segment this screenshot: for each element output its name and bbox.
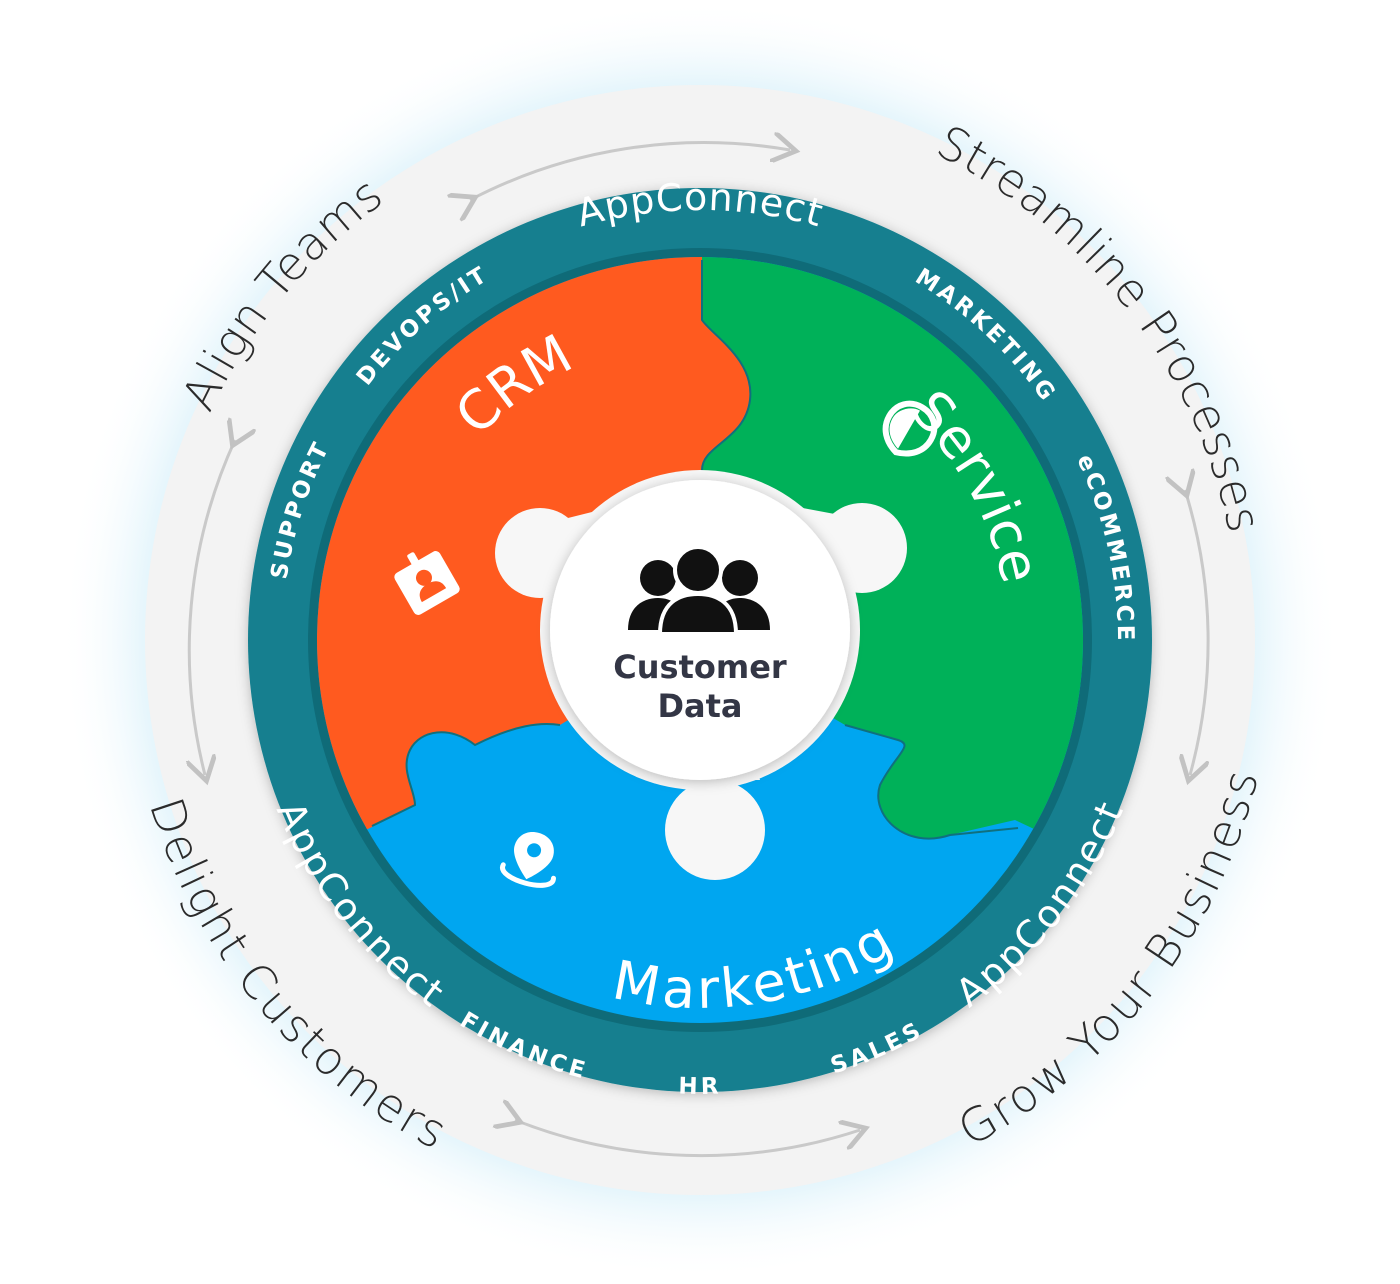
- arrow-right: [1185, 490, 1210, 775]
- cycle-arrows: [189, 143, 1210, 1158]
- customer-group-icon: [628, 545, 770, 636]
- arrow-top: [470, 143, 790, 200]
- center-label-line1: Customer: [613, 648, 787, 686]
- crm-card-icon: [394, 551, 460, 615]
- arrow-left: [189, 440, 235, 775]
- center-label-line2: Data: [657, 687, 742, 725]
- arrow-bottom: [515, 1120, 860, 1158]
- heart-shield-icon: [882, 400, 938, 457]
- piece-separators: [371, 260, 1019, 840]
- ring-label-hr: HR: [678, 1073, 722, 1100]
- center-hub: [495, 470, 907, 880]
- location-pin-icon: [500, 832, 556, 888]
